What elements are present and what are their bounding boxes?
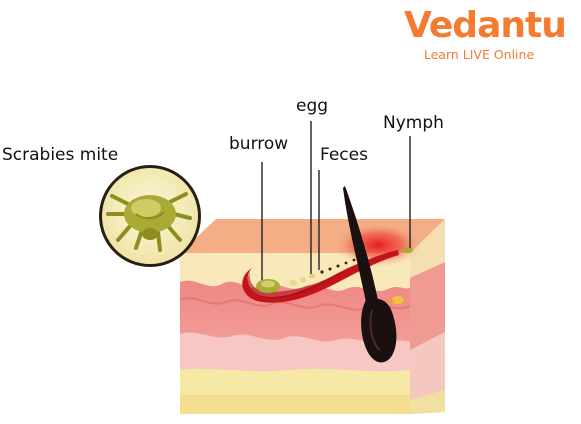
- feces-dot-3: [336, 264, 340, 268]
- mite-in-burrow-highlight: [261, 280, 275, 288]
- sebaceous-duct: [385, 300, 395, 303]
- side-dermis: [410, 262, 445, 350]
- feces-dot-5: [352, 258, 356, 262]
- nymph: [403, 247, 413, 253]
- side-fat: [410, 390, 445, 414]
- hair-follicle: [361, 298, 397, 363]
- feces-dot-1: [320, 270, 324, 274]
- egg-1: [289, 280, 297, 286]
- follicle-highlight: [369, 309, 381, 351]
- hair-shaft: [343, 186, 384, 336]
- egg-3: [308, 273, 316, 279]
- side-epidermis: [410, 219, 445, 278]
- label-scabies-mite: Scrabies mite: [2, 145, 119, 165]
- side-subcutis: [410, 332, 445, 400]
- egg-2: [299, 277, 307, 283]
- vedantu-logo: Vedantu Learn LIVE Online: [404, 5, 567, 62]
- label-burrow: burrow: [229, 134, 289, 154]
- mite-legs: [106, 192, 192, 252]
- label-nymph: Nymph: [383, 113, 444, 133]
- fat-layer-lower: [180, 395, 410, 414]
- label-feces: Feces: [320, 145, 368, 165]
- dermis-layer: [180, 280, 410, 352]
- scabies-mite-inset: [99, 165, 201, 267]
- feces-dot-2: [328, 267, 332, 271]
- mite-head: [142, 228, 158, 240]
- mite-body-fold: [135, 211, 165, 220]
- feces-dot-4: [344, 261, 348, 265]
- sebaceous-gland: [392, 296, 404, 304]
- label-egg: egg: [296, 96, 329, 116]
- mite-body-highlight: [131, 199, 161, 217]
- brand-name: Vedantu: [404, 5, 567, 46]
- burrow-shadow: [247, 268, 352, 299]
- brand-tagline: Learn LIVE Online: [423, 47, 535, 62]
